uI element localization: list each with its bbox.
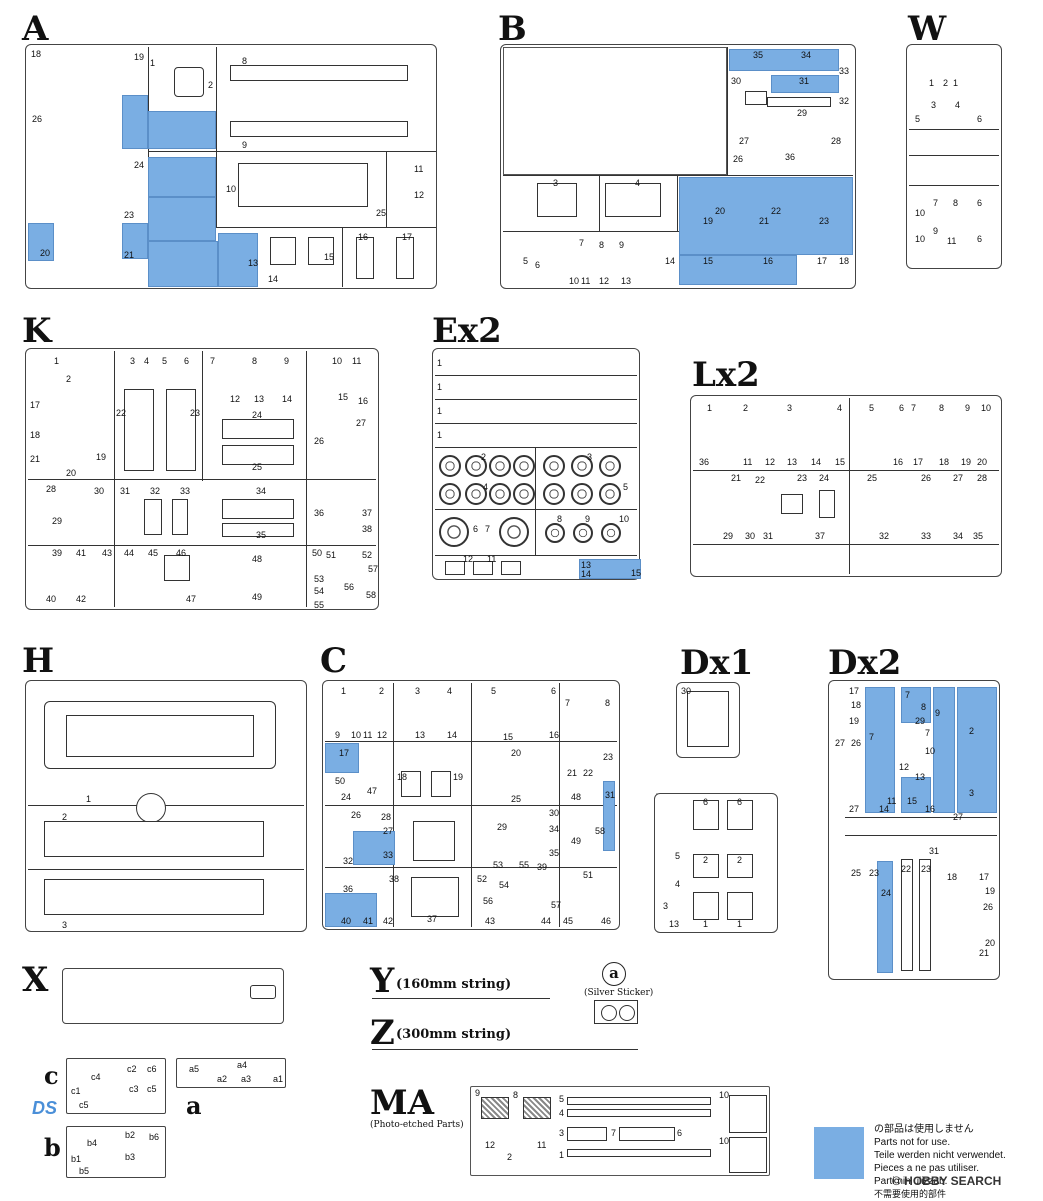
sprue-letter-k: K <box>22 311 52 351</box>
part-b34-35-unused <box>729 49 839 71</box>
legend-text-en: Parts not for use. <box>874 1137 951 1148</box>
sprue-letter-w: W <box>908 9 947 49</box>
sprue-ma: 9 8 5 4 3 7 6 12 2 11 1 10 10 <box>470 1086 770 1176</box>
part-dx2-2-3-unused <box>957 687 997 813</box>
ds-logo: DS <box>32 1098 58 1118</box>
legend-text-jp: の部品は使用しません <box>874 1124 974 1135</box>
sprue-t: 6 6 5 2 2 4 3 1 1 13 <box>654 793 778 933</box>
sprue-letter-lx2: Lx2 <box>692 355 760 395</box>
legend-swatch <box>814 1127 864 1179</box>
sprue-ex2: 1 1 1 1 2 3 4 5 6 7 8 9 10 12 11 13 14 1… <box>432 348 641 580</box>
legend-text-it: Parti nin ulizzab. <box>874 1176 948 1187</box>
part-b19-23-unused <box>679 177 853 255</box>
sprue-h: 1 2 3 <box>25 680 307 932</box>
string-z-label: (300mm string) <box>396 1027 512 1042</box>
part-c31-unused <box>603 781 615 851</box>
silver-sticker-letter: a <box>602 962 626 986</box>
part-c33-unused <box>353 831 395 865</box>
sprue-letter-b-small: b <box>44 1133 61 1162</box>
sprue-letter-a-small: a <box>186 1091 202 1120</box>
sprue-a-small: a5 a4 a2 a3 a1 <box>176 1058 286 1088</box>
part-b15-16-unused <box>679 255 797 285</box>
string-y-letter: Y <box>370 961 395 1001</box>
sprue-letter-b: B <box>498 9 527 49</box>
part-c17-unused <box>325 743 359 773</box>
hull-part-3 <box>44 879 264 915</box>
string-y-line <box>372 998 550 999</box>
part-dx2-7-8-unused <box>901 687 931 723</box>
part-ex2-13-15-unused <box>579 559 641 579</box>
sprue-lx2: 1 2 3 4 5 6 7 8 9 10 36 11 12 13 14 15 1… <box>690 395 1002 577</box>
string-y-label: (160mm string) <box>396 977 512 992</box>
sprue-b: 35 34 33 30 31 32 29 27 28 26 36 3 4 20 … <box>500 44 856 289</box>
part-a21-unused <box>122 223 148 259</box>
sprue-dx1: 30 <box>676 682 740 758</box>
hobby-search-watermark: © HOBBY SEARCH <box>892 1174 1002 1188</box>
sprue-letter-h: H <box>22 641 55 681</box>
part-a13-unused <box>218 233 258 287</box>
sprue-c: 1 2 3 4 5 6 7 8 9 10 11 12 13 14 15 16 1… <box>322 680 620 930</box>
part-a5-unused <box>148 157 216 197</box>
sprue-letter-ex2: Ex2 <box>432 311 502 351</box>
sprue-c-small: c4 c2 c6 c3 c5 c1 c5 <box>66 1058 166 1114</box>
part-dx2-14-16-unused <box>901 777 931 813</box>
part-dx2-22-unused <box>877 861 893 973</box>
sprue-w: 1 2 1 3 4 5 6 10 7 8 6 10 9 11 6 <box>906 44 1002 269</box>
sprue-letter-ma: MA <box>370 1083 435 1123</box>
part-dx2-9-10-unused <box>933 687 955 813</box>
part-a4-unused <box>148 111 216 149</box>
legend-text-cn: 不需要使用的部件 <box>874 1189 947 1199</box>
sprue-letter-c: C <box>320 641 348 681</box>
part-a3-unused <box>122 95 148 149</box>
sprue-letter-dx2: Dx2 <box>828 643 902 683</box>
sprue-letter-x: X <box>22 960 49 1000</box>
sprue-dx2: 17 18 19 27 26 7 7 8 29 7 10 9 2 3 12 13… <box>828 680 1000 980</box>
sprue-k: 1 2 3 4 5 6 7 8 9 10 11 12 13 14 15 16 1… <box>25 348 379 610</box>
string-z-line <box>372 1049 638 1050</box>
sprue-letter-dx1: Dx1 <box>680 643 754 683</box>
road-wheel-2 <box>439 455 461 477</box>
silver-sticker-label: (Silver Sticker) <box>584 988 654 998</box>
part-dx2-1-unused <box>865 687 895 813</box>
sprue-letter-c-small: c <box>44 1061 59 1090</box>
sprue-letter-a: A <box>22 9 49 49</box>
legend-text-de: Teile werden nicht verwendet. <box>874 1150 1006 1161</box>
part-a6-unused <box>148 197 216 241</box>
hull-part-2 <box>44 821 264 857</box>
part-x-hull-floor <box>62 968 284 1024</box>
ma-sublabel: (Photo-etched Parts) <box>370 1120 464 1130</box>
part-c40-41-unused <box>325 893 377 927</box>
string-z-letter: Z <box>370 1013 395 1053</box>
legend-text-fr: Pieces a ne pas utiliser. <box>874 1163 980 1174</box>
part-a20-unused <box>28 223 54 261</box>
silver-sticker-sheet <box>594 1000 638 1024</box>
part-a7-unused <box>148 241 218 287</box>
sprue-a: 18 19 26 1 2 8 9 10 11 12 20 21 24 23 25… <box>25 44 437 289</box>
part-b31-unused <box>771 75 839 93</box>
sprue-b-small: b4 b2 b6 b3 b1 b5 <box>66 1126 166 1178</box>
